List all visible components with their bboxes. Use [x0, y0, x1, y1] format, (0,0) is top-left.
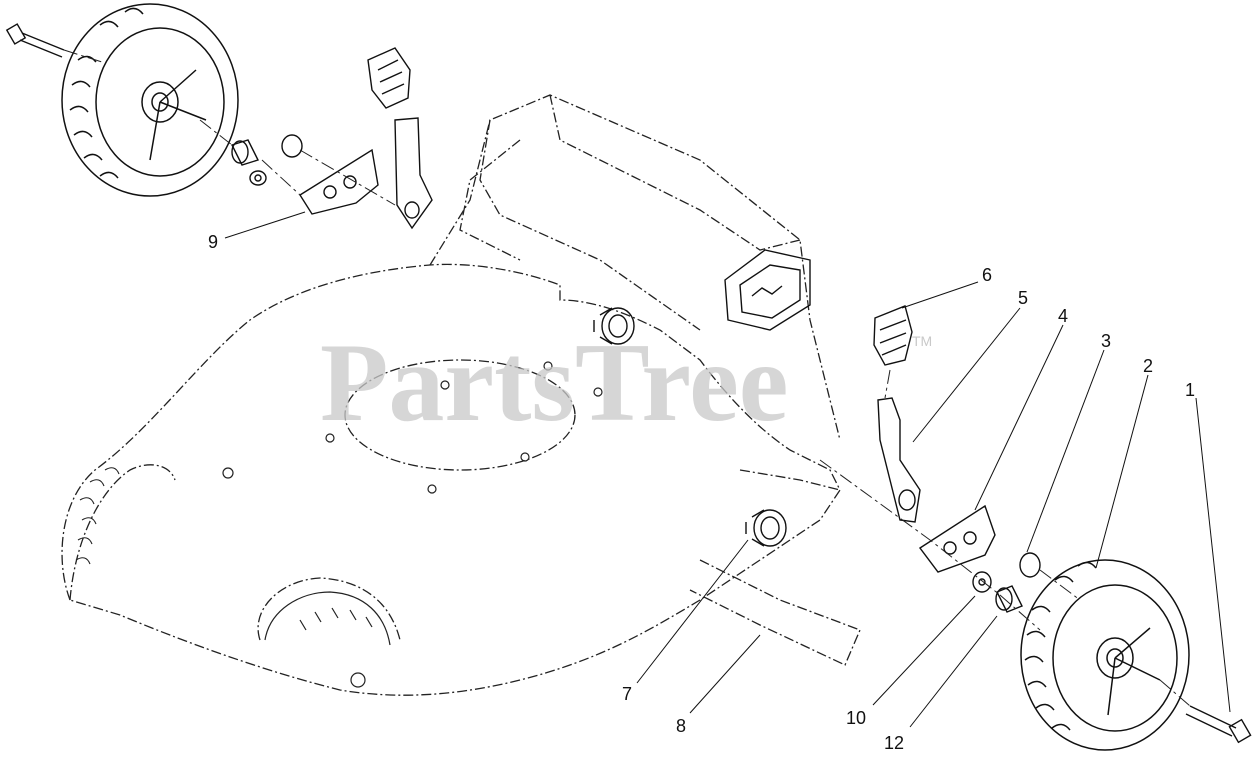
callout-10: 10	[846, 708, 866, 728]
axis-lines	[63, 49, 1191, 707]
right-small-parts	[873, 305, 1041, 613]
height-adjuster-housing	[593, 249, 811, 547]
left-small-parts	[231, 47, 433, 230]
deck-holes	[222, 361, 603, 494]
wheel-lower-right	[1020, 559, 1190, 751]
watermark-text: PartsTree	[320, 321, 789, 445]
bolt-upper-left	[5, 23, 65, 58]
callout-8: 8	[676, 716, 686, 736]
callout-5: 5	[1018, 288, 1028, 308]
callout-3: 3	[1101, 331, 1111, 351]
leader-lines	[224, 211, 1231, 728]
callout-6: 6	[982, 265, 992, 285]
wheel-upper-left	[61, 3, 239, 197]
rear-guard	[264, 591, 391, 688]
callout-4: 4	[1058, 306, 1068, 326]
bolt-lower-right	[1185, 705, 1252, 744]
callout-2: 2	[1143, 356, 1153, 376]
callout-7: 7	[622, 684, 632, 704]
callout-1: 1	[1185, 380, 1195, 400]
callout-12: 12	[884, 733, 904, 753]
watermark-trademark: TM	[912, 333, 932, 349]
front-skirt-tread	[75, 467, 120, 565]
callout-9: 9	[208, 232, 218, 252]
